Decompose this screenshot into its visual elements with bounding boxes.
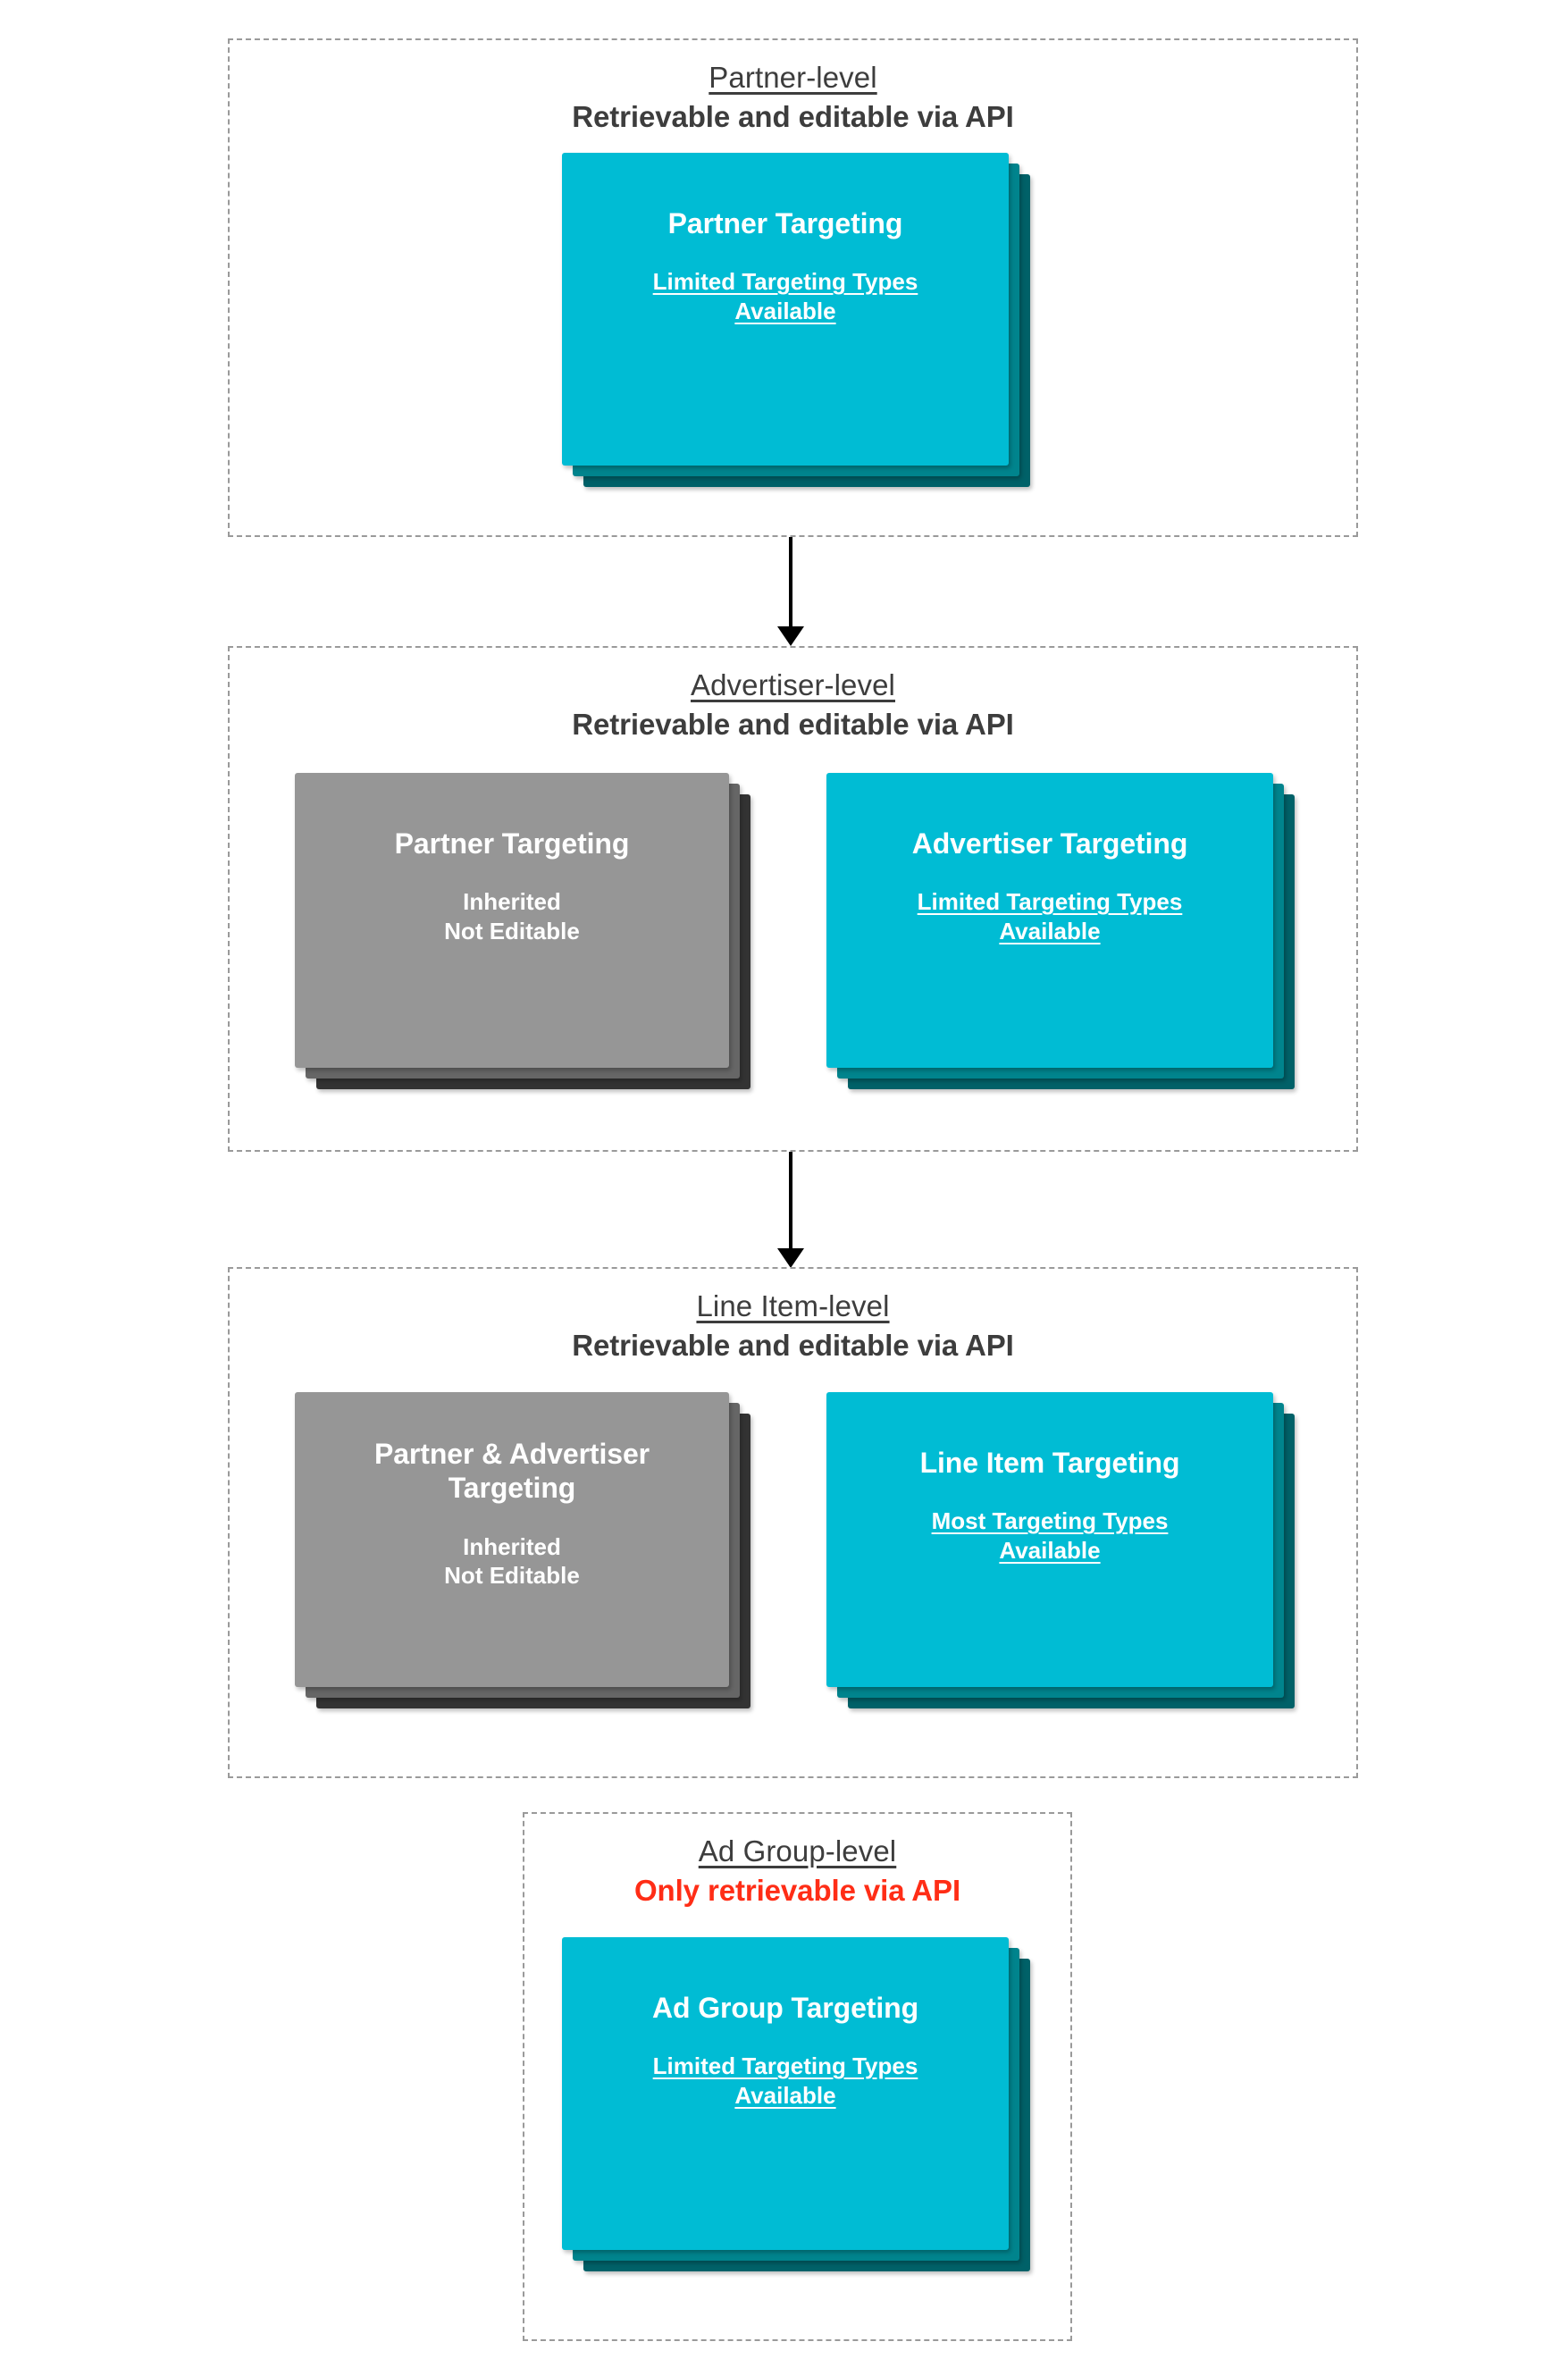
card-stack-ad-group-targeting[interactable]: Ad Group Targeting Limited Targeting Typ…: [562, 1937, 1030, 2271]
card-title: Advertiser Targeting: [911, 827, 1188, 860]
arrow-head: [777, 1248, 804, 1268]
arrow-head: [777, 626, 804, 646]
panel-line-item-level-header: Line Item-level Retrievable and editable…: [230, 1288, 1356, 1364]
arrow-shaft: [789, 537, 792, 626]
panel-ad-group-level: Ad Group-level Only retrievable via API …: [523, 1812, 1072, 2341]
panel-partner-level-title: Partner-level: [709, 61, 877, 94]
card-body: Partner Targeting Inherited Not Editable: [295, 773, 729, 1068]
card-body: Partner Targeting Limited Targeting Type…: [562, 153, 1009, 466]
card-stack-partner-targeting[interactable]: Partner Targeting Limited Targeting Type…: [562, 153, 1030, 487]
down-arrow-icon-advertiser-to-line-item: [768, 1152, 813, 1268]
panel-advertiser-level-api-note: Retrievable and editable via API: [572, 708, 1014, 742]
card-title: Partner Targeting: [667, 207, 903, 239]
card-subtitle-line-1: Limited Targeting Types: [917, 888, 1183, 916]
card-subtitle-line-2: Not Editable: [444, 1562, 580, 1590]
card-subtitle: Limited Targeting Types Available: [918, 887, 1183, 945]
card-body: Line Item Targeting Most Targeting Types…: [826, 1392, 1273, 1687]
panel-line-item-level: Line Item-level Retrievable and editable…: [228, 1267, 1358, 1778]
panel-line-item-level-api-note: Retrievable and editable via API: [572, 1329, 1014, 1363]
card-subtitle-line-1: Limited Targeting Types: [652, 268, 918, 296]
card-subtitle: Most Targeting Types Available: [932, 1507, 1169, 1565]
card-layer-front: Partner & Advertiser Targeting Inherited…: [295, 1392, 729, 1687]
panel-partner-level-api-note: Retrievable and editable via API: [572, 100, 1014, 134]
card-body: Partner & Advertiser Targeting Inherited…: [295, 1392, 729, 1687]
panel-line-item-level-title: Line Item-level: [696, 1289, 890, 1322]
card-subtitle-line-1: Inherited: [463, 1532, 561, 1560]
card-stack-advertiser-targeting[interactable]: Advertiser Targeting Limited Targeting T…: [826, 773, 1295, 1089]
panel-ad-group-level-title: Ad Group-level: [698, 1834, 897, 1868]
card-stack-line-item-targeting[interactable]: Line Item Targeting Most Targeting Types…: [826, 1392, 1295, 1708]
card-body: Advertiser Targeting Limited Targeting T…: [826, 773, 1273, 1068]
card-subtitle-line-2: Available: [734, 297, 836, 324]
card-layer-front: Advertiser Targeting Limited Targeting T…: [826, 773, 1273, 1068]
card-subtitle-line-1: Limited Targeting Types: [652, 2052, 918, 2080]
card-subtitle: Limited Targeting Types Available: [653, 267, 918, 325]
card-subtitle: Limited Targeting Types Available: [653, 2052, 918, 2110]
panel-partner-level: Partner-level Retrievable and editable v…: [228, 38, 1358, 537]
down-arrow-icon-partner-to-advertiser: [768, 537, 813, 646]
card-layer-front: Partner Targeting Inherited Not Editable: [295, 773, 729, 1068]
card-title: Partner Targeting: [394, 827, 630, 860]
card-subtitle-line-2: Available: [999, 1536, 1101, 1564]
arrow-shaft: [789, 1152, 792, 1248]
card-subtitle: Inherited Not Editable: [444, 887, 580, 945]
card-stack-line-item-inherited-targeting[interactable]: Partner & Advertiser Targeting Inherited…: [295, 1392, 750, 1708]
panel-advertiser-level-header: Advertiser-level Retrievable and editabl…: [230, 667, 1356, 743]
card-subtitle-line-2: Not Editable: [444, 917, 580, 944]
card-subtitle-line-2: Available: [734, 2081, 836, 2109]
panel-advertiser-level-title: Advertiser-level: [690, 668, 895, 701]
card-subtitle-line-2: Available: [999, 917, 1101, 944]
card-subtitle-line-1: Most Targeting Types: [931, 1507, 1169, 1535]
panel-ad-group-level-api-note: Only retrievable via API: [633, 1874, 961, 1908]
card-title: Line Item Targeting: [919, 1447, 1180, 1479]
card-stack-advertiser-inherited-partner-targeting[interactable]: Partner Targeting Inherited Not Editable: [295, 773, 750, 1089]
card-layer-front: Ad Group Targeting Limited Targeting Typ…: [562, 1937, 1009, 2250]
panel-partner-level-header: Partner-level Retrievable and editable v…: [230, 60, 1356, 136]
card-title: Partner & Advertiser Targeting: [373, 1438, 650, 1505]
panel-advertiser-level: Advertiser-level Retrievable and editabl…: [228, 646, 1358, 1152]
card-subtitle: Inherited Not Editable: [444, 1532, 580, 1591]
card-body: Ad Group Targeting Limited Targeting Typ…: [562, 1937, 1009, 2250]
card-layer-front: Partner Targeting Limited Targeting Type…: [562, 153, 1009, 466]
panel-ad-group-level-header: Ad Group-level Only retrievable via API: [524, 1834, 1070, 1910]
card-subtitle-line-1: Inherited: [463, 888, 561, 916]
card-title: Ad Group Targeting: [651, 1992, 919, 2024]
card-layer-front: Line Item Targeting Most Targeting Types…: [826, 1392, 1273, 1687]
